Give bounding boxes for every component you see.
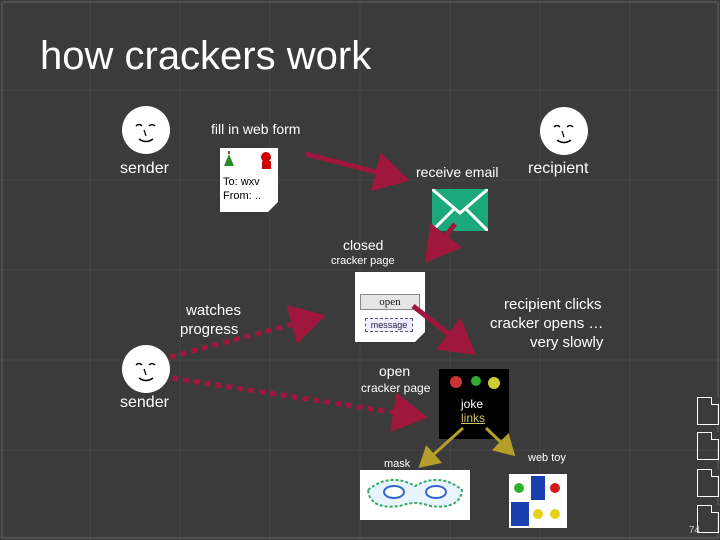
mask-image — [360, 470, 470, 520]
open-label: open — [379, 363, 411, 379]
links-text[interactable]: links — [461, 411, 486, 425]
form-from-field: From: .. — [223, 190, 261, 202]
open-cracker-card: joke links — [439, 369, 509, 439]
watches-label: watches — [186, 302, 242, 319]
sender-label-top: sender — [120, 160, 169, 177]
mask-label: mask — [384, 458, 411, 470]
smiley-icon — [135, 123, 156, 143]
page-number: 74 — [688, 525, 700, 536]
progress-label: progress — [180, 321, 239, 338]
recipient-face — [540, 107, 588, 155]
closed-label: closed — [343, 237, 384, 253]
recipient-clicks-line-3: very slowly — [530, 334, 604, 351]
recipient-clicks-line-1: recipient clicks — [504, 296, 602, 313]
fill-form-label: fill in web form — [211, 121, 301, 137]
receive-email-label: receive email — [416, 164, 499, 180]
page-fold — [415, 332, 425, 342]
closed-cracker-card: open message — [355, 272, 425, 342]
sender-face-top — [122, 106, 170, 154]
cracker-graphics-icon — [450, 376, 500, 389]
web-toy-label: web toy — [528, 452, 566, 464]
document-icon-3[interactable] — [697, 469, 719, 497]
page-fold — [268, 202, 278, 212]
joke-text: joke — [461, 397, 484, 411]
message-button[interactable]: message — [365, 318, 413, 332]
email-icon — [430, 187, 490, 233]
recipient-label: recipient — [528, 160, 589, 177]
smiley-icon — [135, 362, 156, 382]
cracker-page-label-2: cracker page — [361, 381, 431, 395]
web-toy-image — [509, 474, 567, 528]
document-icon-2[interactable] — [697, 432, 719, 460]
cracker-page-label-1: cracker page — [331, 255, 395, 267]
document-icon-4[interactable] — [697, 505, 719, 533]
form-to-field: To: wxv — [223, 176, 260, 188]
open-button[interactable]: open — [360, 294, 420, 310]
slide-title: how crackers work — [40, 34, 372, 78]
web-form-card: To: wxv From: .. — [220, 148, 278, 212]
sender-face-bottom — [122, 345, 170, 393]
smiley-icon — [553, 124, 574, 144]
sender-label-bottom: sender — [120, 394, 169, 411]
document-icon-1[interactable] — [697, 397, 719, 425]
recipient-clicks-line-2: cracker opens … — [490, 315, 604, 332]
cracker-graphics-icon — [224, 151, 271, 169]
